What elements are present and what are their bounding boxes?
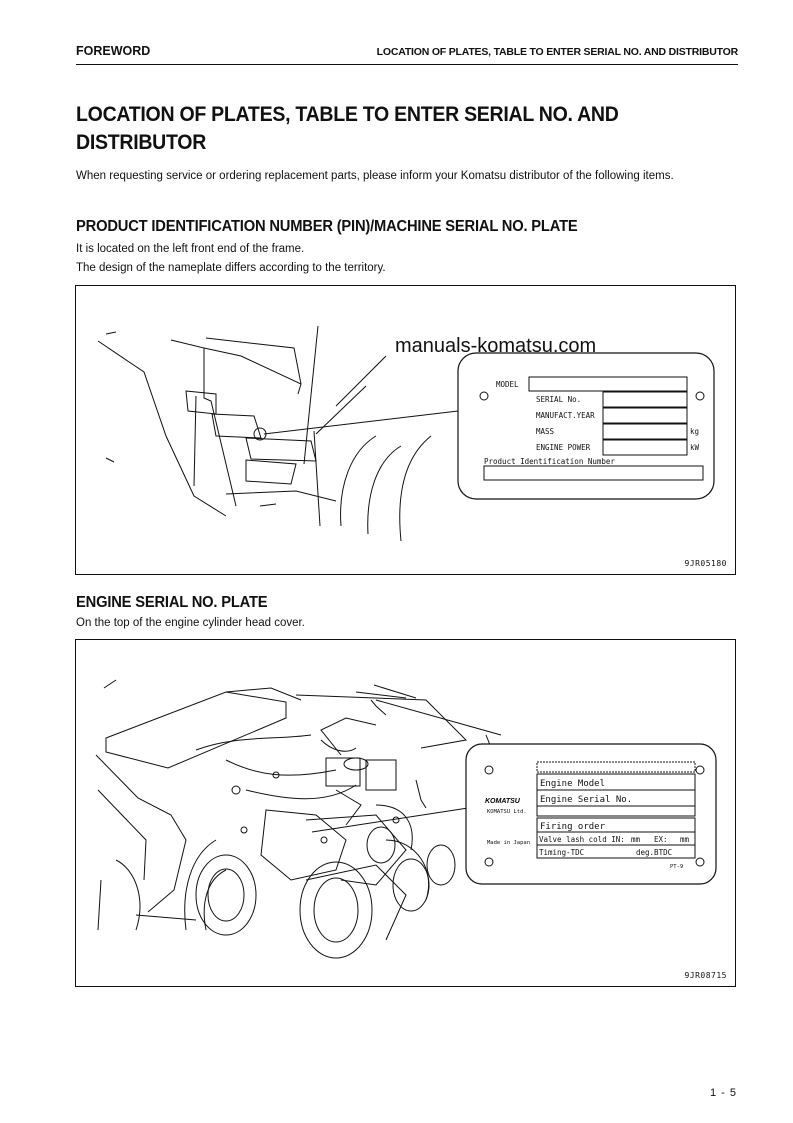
watermark-text: manuals-komatsu.com: [395, 335, 597, 357]
header-chapter-title: LOCATION OF PLATES, TABLE TO ENTER SERIA…: [376, 46, 739, 58]
page-title-line1: LOCATION OF PLATES, TABLE TO ENTER SERIA…: [76, 103, 619, 126]
header-section: FOREWORD: [76, 44, 151, 58]
plate-power-unit: kW: [690, 443, 700, 452]
figure-engine-plate: Engine Model Engine Serial No. KOMATSU K…: [75, 639, 736, 987]
engine-plate-location-text: On the top of the engine cylinder head c…: [76, 617, 305, 629]
engine-model-label: Engine Model: [540, 779, 605, 789]
plate-serial-label: SERIAL No.: [536, 395, 581, 404]
made-in-japan-text: Made in Japan: [487, 840, 530, 846]
intro-paragraph: When requesting service or ordering repl…: [76, 170, 674, 182]
nameplate-outline: [457, 352, 715, 500]
figure-pin-plate: MODEL SERIAL No. MANUFACT.YEAR MASS kg E…: [75, 285, 736, 575]
figure-code-1: 9JR05180: [684, 559, 727, 568]
page-title: LOCATION OF PLATES, TABLE TO ENTER SERIA…: [76, 101, 690, 157]
valve-lash-in-unit: mm: [631, 835, 641, 844]
plate-mass-unit: kg: [690, 427, 699, 436]
komatsu-logo: KOMATSU: [485, 798, 521, 805]
pin-design-text: The design of the nameplate differs acco…: [76, 262, 386, 274]
engine-serial-label: Engine Serial No.: [540, 795, 632, 805]
page-header: FOREWORD LOCATION OF PLATES, TABLE TO EN…: [76, 44, 738, 65]
section-heading-engine-plate: ENGINE SERIAL NO. PLATE: [76, 594, 268, 611]
komatsu-ltd-text: KOMATSU Ltd.: [487, 809, 527, 815]
plate-model-label: MODEL: [496, 380, 519, 389]
valve-lash-ex-label: EX:: [654, 835, 668, 844]
firing-order-label: Firing order: [540, 822, 606, 832]
timing-unit: deg.BTDC: [636, 848, 672, 857]
timing-label: Timing-TDC: [539, 848, 584, 857]
plate-pin-label: Product Identification Number: [484, 457, 615, 466]
figure-code-2: 9JR08715: [684, 971, 727, 980]
engine-compartment-drawing: Engine Model Engine Serial No. KOMATSU K…: [95, 679, 717, 959]
pin-location-text: It is located on the left front end of t…: [76, 243, 305, 255]
valve-lash-ex-unit: mm: [680, 835, 690, 844]
page-title-line2: DISTRIBUTOR: [76, 131, 207, 154]
valve-lash-label: Valve lash cold IN:: [539, 835, 625, 844]
plate-power-label: ENGINE POWER: [536, 443, 591, 452]
plate-part-code: PT-9: [670, 864, 683, 870]
page-number: 1 - 5: [709, 1087, 737, 1099]
machine-frame-drawing: MODEL SERIAL No. MANUFACT.YEAR MASS kg E…: [97, 325, 715, 542]
section-heading-pin-plate: PRODUCT IDENTIFICATION NUMBER (PIN)/MACH…: [76, 218, 578, 235]
engine-plate-outline: [465, 743, 717, 885]
plate-mass-label: MASS: [536, 427, 555, 436]
plate-year-label: MANUFACT.YEAR: [536, 411, 595, 420]
